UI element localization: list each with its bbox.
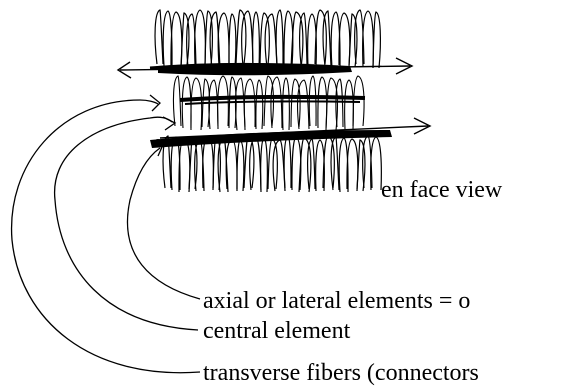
fiber-loop [235,78,245,130]
fiber-loop [155,10,163,64]
fiber-loop [250,137,261,190]
callout-transverse-fibers: transverse fibers (connectors [203,361,479,385]
fiber-loop [209,80,218,129]
fiber-loop [284,136,291,188]
fiber-loop [253,12,260,68]
callout-pointer-central [55,117,198,330]
en-face-view-label: en face view [381,178,502,202]
fiber-loop [237,140,244,191]
fiber-loop [218,76,229,126]
fiber-loop [323,11,331,66]
upper-transverse-fibers [155,10,380,68]
fiber-loop [244,136,254,188]
fiber-loop [291,79,300,127]
fiber-loop [276,10,283,64]
fiber-loop [182,77,191,128]
fiber-loop [229,14,236,67]
fiber-loop [256,80,263,129]
fiber-loop [244,79,255,127]
fiber-loop [273,140,285,191]
callout-pointer-transverse [12,95,200,373]
callout-central-element: central element [203,319,350,343]
fiber-loop [236,10,246,64]
fiber-loop [261,138,268,192]
fiber-loop [173,76,181,126]
fiber-loop [242,11,253,66]
fiber-loop [373,12,380,68]
fiber-loop [331,137,339,190]
fiber-loop [283,78,290,130]
fiber-loop [318,77,327,128]
fiber-loop [345,80,354,129]
callout-axial-lateral-elements: axial or lateral elements = o [203,289,470,313]
fiber-loop [265,14,277,67]
